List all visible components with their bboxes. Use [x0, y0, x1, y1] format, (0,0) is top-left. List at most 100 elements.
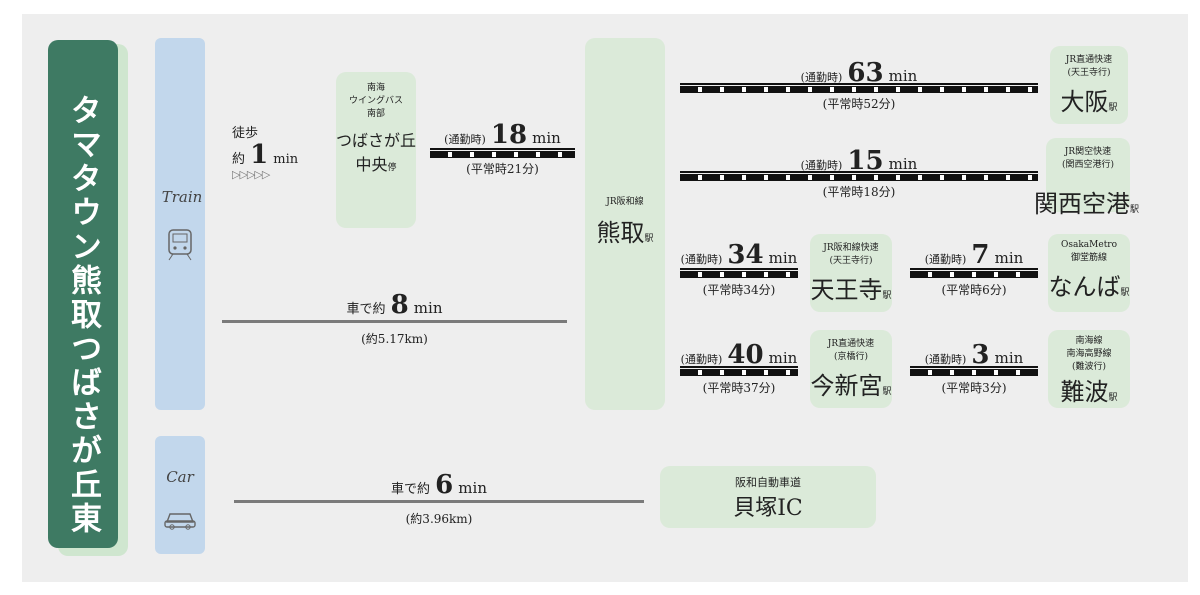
osaka-station-suffix: 駅 — [1108, 103, 1118, 113]
bus-stop-name-2-text: 中央 — [355, 155, 388, 174]
bus-ride-time: (通勤時) 18 min — [430, 120, 575, 150]
bus-company-2: ウイングバス — [348, 96, 403, 106]
osaka-line — [680, 83, 1038, 93]
namba-metro-unit: min — [994, 249, 1024, 267]
car-ic-unit: min — [458, 479, 487, 497]
car-ic-line — [234, 500, 644, 503]
tennoji-line — [680, 268, 798, 278]
car-ic-prefix: 車で約 — [391, 482, 431, 497]
kumatori-suffix: 駅 — [644, 234, 654, 244]
bus-company-1: 南海 — [366, 83, 385, 93]
osaka-station-box: JR直通快速 (天王寺行) 大阪駅 — [1050, 46, 1128, 124]
kansai-normal: (平常時18分) — [822, 185, 896, 199]
car-icon — [163, 508, 197, 530]
namba-metro-station-name: なんば — [1048, 273, 1121, 301]
imamiya-value: 40 — [727, 340, 764, 370]
imamiya-line-dest: (京橋行) — [833, 352, 869, 362]
imamiya-line-name: JR直通快速 — [827, 339, 875, 349]
bus-ride-line — [430, 148, 575, 158]
kansai-station: 関西空港駅 — [1034, 184, 1139, 219]
namba-nankai-station: 難波駅 — [1048, 372, 1130, 407]
car-kumatori-distance: (約5.17km) — [361, 332, 428, 346]
tennoji-value: 34 — [727, 240, 764, 270]
tennoji-station-suffix: 駅 — [882, 291, 892, 301]
kansai-station-suffix: 駅 — [1130, 205, 1140, 215]
imamiya-station-name: 今新宮 — [810, 372, 883, 400]
car-ic-distance: (約3.96km) — [405, 512, 473, 526]
kansai-line-dest: (関西空港行) — [1061, 160, 1115, 170]
namba-nankai-line-dest: (難波行) — [1071, 362, 1107, 372]
tennoji-line-name: JR阪和線快速 — [823, 243, 879, 253]
namba-metro-line — [910, 268, 1038, 278]
namba-nankai-line-1: 南海線 — [1075, 336, 1103, 346]
namba-nankai-tag: (通勤時) — [924, 353, 967, 366]
imamiya-unit: min — [768, 349, 798, 367]
namba-metro-tag: (通勤時) — [924, 253, 967, 266]
property-title: タマタウン熊取つばさが丘東 — [65, 94, 101, 536]
title-bar: タマタウン熊取つばさが丘東 — [48, 40, 118, 548]
bus-ride-value: 18 — [490, 120, 528, 150]
kansai-unit: min — [888, 155, 918, 173]
kansai-tag: (通勤時) — [800, 159, 843, 172]
kansai-station-name: 関西空港 — [1034, 190, 1130, 218]
kumatori-name-text: 熊取 — [596, 219, 645, 247]
namba-nankai-line-2: 南海高野線 — [1066, 349, 1112, 359]
tennoji-tag: (通勤時) — [680, 253, 723, 266]
namba-metro-line-dest: 御堂筋線 — [1070, 253, 1107, 263]
car-kumatori-unit: min — [413, 299, 443, 317]
bus-stop-suffix: 停 — [387, 163, 397, 173]
car-kumatori-prefix: 車で約 — [346, 302, 386, 317]
tennoji-normal: (平常時34分) — [702, 283, 776, 297]
namba-nankai-value: 3 — [971, 340, 990, 370]
namba-nankai-station-name: 難波 — [1060, 378, 1109, 406]
kumatori-line: JR阪和線 — [606, 197, 644, 207]
bus-ride-tag: (通勤時) — [444, 133, 486, 146]
kansai-line-name: JR関空快速 — [1064, 147, 1112, 157]
namba-metro-station-box: OsakaMetro 御堂筋線 なんば駅 — [1048, 234, 1130, 312]
imamiya-station: 今新宮駅 — [810, 366, 892, 401]
train-label: Train — [161, 188, 203, 206]
tennoji-station-name: 天王寺 — [810, 276, 883, 304]
namba-metro-normal: (平常時6分) — [941, 283, 1007, 297]
train-icon — [165, 228, 195, 262]
tennoji-unit: min — [768, 249, 798, 267]
imamiya-time: (通勤時) 40 min — [680, 340, 798, 370]
bus-stop-name-1: つばさが丘 — [336, 131, 417, 150]
namba-nankai-unit: min — [994, 349, 1024, 367]
train-column — [155, 38, 205, 410]
namba-nankai-station-box: 南海線 南海高野線 (難波行) 難波駅 — [1048, 330, 1130, 408]
imamiya-station-box: JR直通快速 (京橋行) 今新宮駅 — [810, 330, 892, 408]
osaka-line-name: JR直通快速 — [1065, 55, 1113, 65]
ic-line: 阪和自動車道 — [735, 476, 801, 489]
car-ic-time: 車で約 6 min — [234, 470, 644, 500]
tennoji-time: (通勤時) 34 min — [680, 240, 798, 270]
car-kumatori-line — [222, 320, 567, 323]
osaka-station: 大阪駅 — [1050, 82, 1128, 117]
bus-company-3: 南部 — [366, 109, 385, 119]
osaka-unit: min — [888, 67, 918, 85]
namba-metro-time: (通勤時) 7 min — [910, 240, 1038, 270]
walk-value: 1 — [250, 140, 269, 170]
tennoji-station: 天王寺駅 — [810, 270, 892, 305]
tennoji-line-dest: (天王寺行) — [829, 256, 873, 266]
kumatori-name: 熊取駅 — [585, 213, 665, 248]
bus-ride-unit: min — [532, 129, 561, 147]
imamiya-normal: (平常時37分) — [702, 381, 776, 395]
namba-metro-value: 7 — [971, 240, 990, 270]
kumatori-station-box: JR阪和線 熊取駅 — [585, 38, 665, 410]
walk-arrows: ▷▷▷▷▷ — [232, 168, 270, 181]
walk-time: 約 1 min — [232, 140, 298, 170]
osaka-station-name: 大阪 — [1060, 88, 1109, 116]
kansai-station-box: JR関空快速 (関西空港行) — [1046, 138, 1130, 212]
namba-metro-line-name: OsakaMetro — [1060, 240, 1118, 250]
car-kumatori-value: 8 — [390, 290, 409, 320]
kansai-line — [680, 171, 1038, 181]
imamiya-station-suffix: 駅 — [882, 387, 892, 397]
namba-nankai-line — [910, 366, 1038, 376]
namba-nankai-station-suffix: 駅 — [1108, 393, 1118, 403]
bus-ride-normal: (平常時21分) — [466, 162, 539, 176]
tennoji-station-box: JR阪和線快速 (天王寺行) 天王寺駅 — [810, 234, 892, 312]
walk-unit: min — [273, 152, 299, 167]
osaka-tag: (通勤時) — [800, 71, 843, 84]
ic-name: 貝塚IC — [733, 496, 803, 521]
